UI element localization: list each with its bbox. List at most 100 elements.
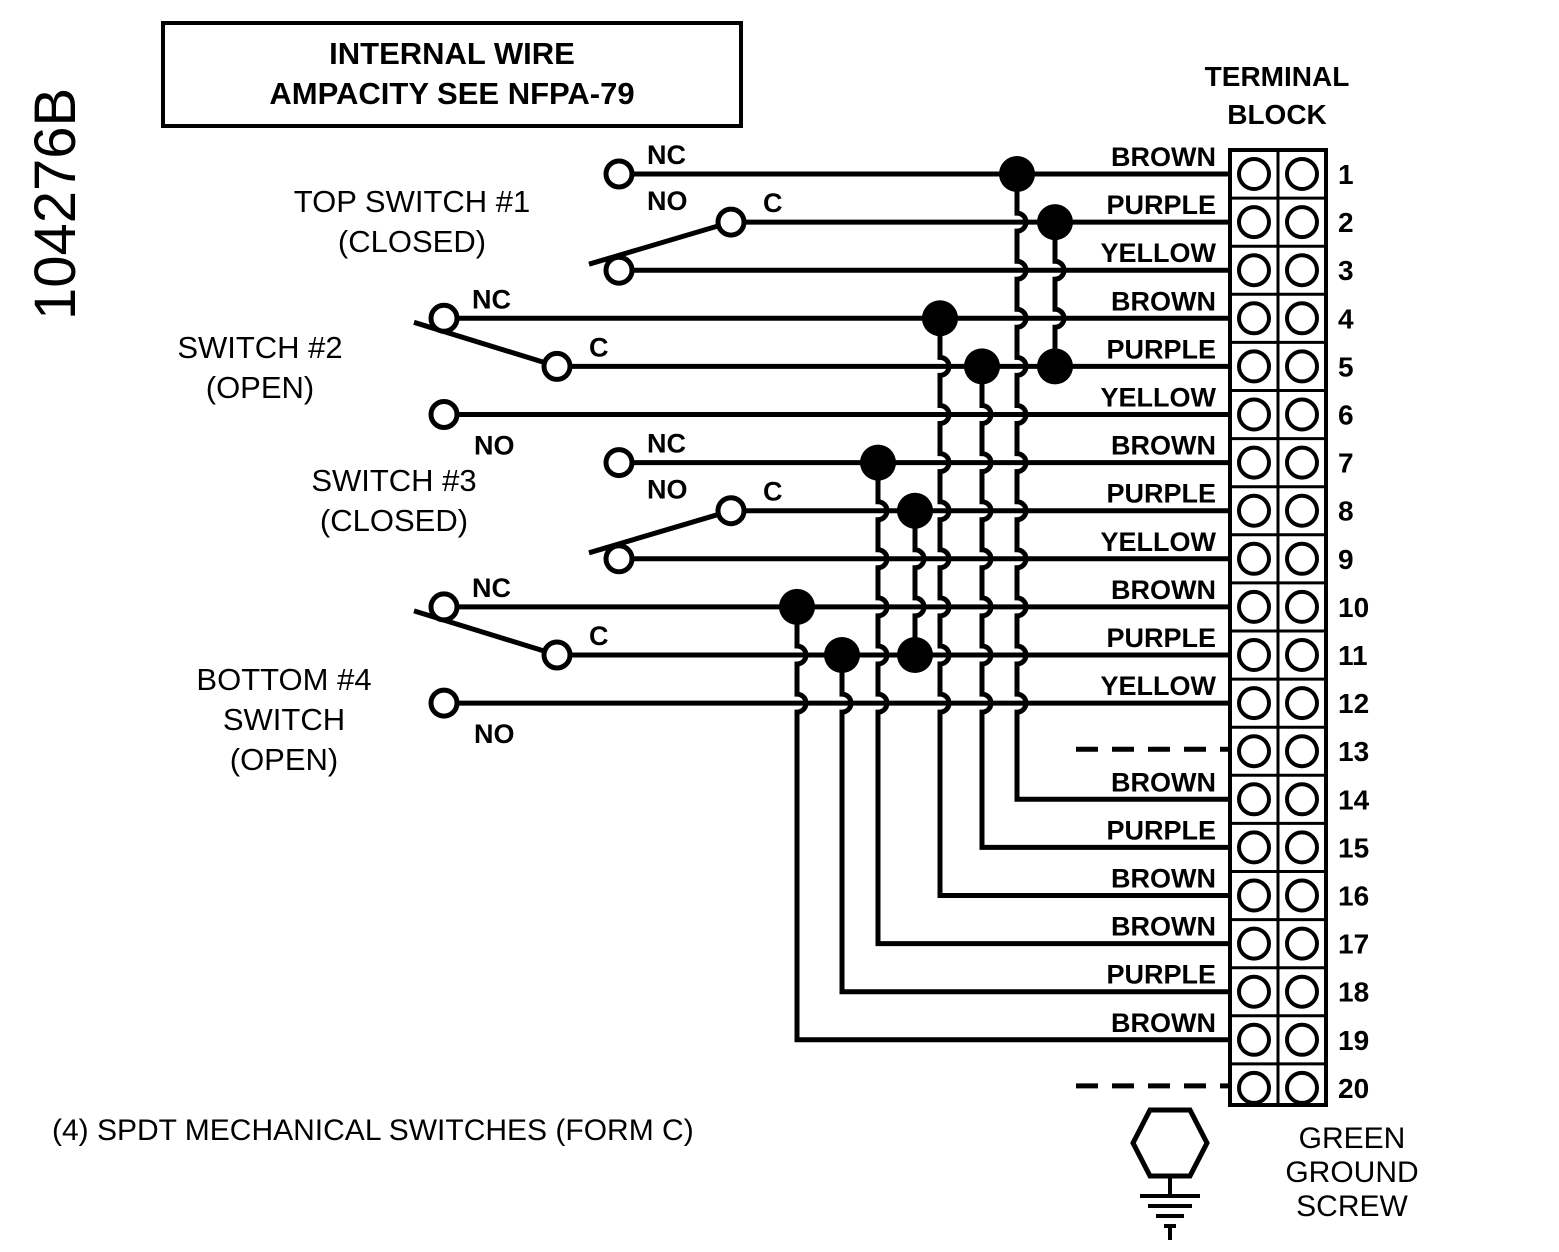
terminal-screw-left	[1237, 301, 1271, 336]
switch-label: (CLOSED)	[338, 224, 486, 259]
switch-label: SWITCH	[223, 702, 345, 737]
terminal-screw-left	[1237, 445, 1271, 480]
terminal-screw-left	[1237, 397, 1271, 432]
jumper-wire	[1052, 222, 1067, 367]
junction-dot	[897, 492, 933, 529]
terminal-screw-right	[1285, 301, 1319, 336]
terminal-number: 6	[1338, 400, 1354, 431]
wire-color-label: YELLOW	[1101, 238, 1217, 268]
terminal-number: 20	[1338, 1073, 1369, 1104]
switch-label: (OPEN)	[206, 370, 315, 405]
ground-label-2: GROUND	[1285, 1156, 1418, 1189]
terminal-number: 7	[1338, 448, 1354, 479]
wire-color-label: BROWN	[1111, 912, 1216, 942]
terminal-screw-right	[1285, 493, 1319, 528]
wire-color-label: PURPLE	[1106, 815, 1216, 845]
switch-label: BOTTOM #4	[196, 662, 371, 697]
note-box	[161, 21, 743, 128]
terminal-block-title-2: BLOCK	[1227, 99, 1327, 130]
terminal-screw-right	[1285, 638, 1319, 672]
junction-dot	[897, 637, 933, 673]
switch-contact	[541, 350, 573, 382]
junction-dot	[860, 444, 896, 481]
terminal-number: 13	[1338, 736, 1369, 767]
contact-label-no: NO	[474, 431, 515, 461]
switch-contact	[715, 495, 747, 527]
switch-contact	[428, 687, 460, 719]
terminal-screw-left	[1237, 974, 1271, 1009]
terminal-screw-right	[1285, 974, 1319, 1009]
ground-label-1: GREEN	[1299, 1122, 1406, 1155]
contact-label-no: NO	[474, 719, 515, 749]
wire-color-label: BROWN	[1111, 431, 1216, 461]
wire-color-label: YELLOW	[1101, 527, 1217, 557]
wire-color-label: BROWN	[1111, 286, 1216, 316]
wire-color-label: BROWN	[1111, 1008, 1216, 1038]
terminal-block-title-1: TERMINAL	[1205, 61, 1350, 92]
terminal-screw-left	[1237, 205, 1271, 240]
terminal-number: 10	[1338, 592, 1369, 623]
switch-contact	[603, 254, 635, 286]
terminal-number: 5	[1338, 351, 1354, 382]
contact-label-no: NO	[647, 186, 688, 216]
terminal-screw-left	[1237, 926, 1271, 961]
switch-contact	[603, 543, 635, 575]
terminal-number: 1	[1338, 159, 1354, 190]
terminal-rows: 1BROWN2PURPLE3YELLOW4BROWN5PURPLE6YELLOW…	[1076, 142, 1370, 1105]
terminal-screw-left	[1237, 878, 1271, 913]
terminal-screw-right	[1285, 782, 1319, 817]
contact-label-nc: NC	[647, 429, 686, 459]
terminal-number: 3	[1338, 255, 1354, 286]
terminal-screw-right	[1285, 445, 1319, 480]
terminal-number: 12	[1338, 688, 1369, 719]
switch-label: SWITCH #2	[177, 330, 342, 365]
contact-label-nc: NC	[472, 573, 511, 603]
switch-contact	[428, 399, 460, 430]
contact-label-c: C	[589, 332, 609, 362]
junction-dot	[922, 300, 958, 337]
terminal-screw-left	[1237, 253, 1271, 288]
switch-label: SWITCH #3	[311, 463, 476, 498]
terminal-screw-left	[1237, 1022, 1271, 1057]
note-line-1: INTERNAL WIRE	[329, 36, 575, 71]
switch-contact	[428, 302, 460, 334]
terminal-screw-left	[1237, 589, 1271, 624]
terminal-screw-right	[1285, 397, 1319, 432]
wire-color-label: PURPLE	[1106, 960, 1216, 990]
terminal-screw-right	[1285, 205, 1319, 240]
junction-dot	[779, 588, 815, 625]
terminal-screw-left	[1237, 734, 1271, 769]
terminal-screw-left	[1237, 782, 1271, 817]
contact-label-no: NO	[647, 475, 688, 505]
wire-color-label: YELLOW	[1101, 383, 1217, 413]
terminal-screw-right	[1285, 157, 1319, 191]
jumper-wire	[794, 606, 1230, 1043]
wires	[444, 156, 1230, 1043]
terminal-number: 2	[1338, 207, 1354, 238]
terminal-screw-left	[1237, 1070, 1271, 1105]
terminal-screw-right	[1285, 1022, 1319, 1057]
terminal-screw-left	[1237, 830, 1271, 865]
terminal-number: 11	[1338, 640, 1368, 671]
contact-label-c: C	[763, 477, 783, 507]
terminal-screw-left	[1237, 493, 1271, 528]
junction-dot	[964, 348, 1000, 385]
wire-color-label: PURPLE	[1106, 334, 1216, 364]
jumper-wire	[912, 510, 927, 655]
wire-color-label: BROWN	[1111, 864, 1216, 894]
terminal-screw-right	[1285, 1070, 1319, 1105]
wire-color-label: BROWN	[1111, 142, 1216, 172]
switch-contact	[603, 447, 635, 479]
terminal-screw-right	[1285, 349, 1319, 384]
jumper-wire	[937, 318, 1230, 898]
terminal-number: 17	[1338, 929, 1369, 960]
junction-dot	[824, 637, 860, 673]
terminal-screw-left	[1237, 541, 1271, 576]
switch-contact	[428, 591, 460, 623]
terminal-screw-right	[1285, 541, 1319, 576]
terminal-screw-right	[1285, 253, 1319, 288]
wire-color-label: BROWN	[1111, 767, 1216, 797]
terminal-screw-right	[1285, 878, 1319, 913]
